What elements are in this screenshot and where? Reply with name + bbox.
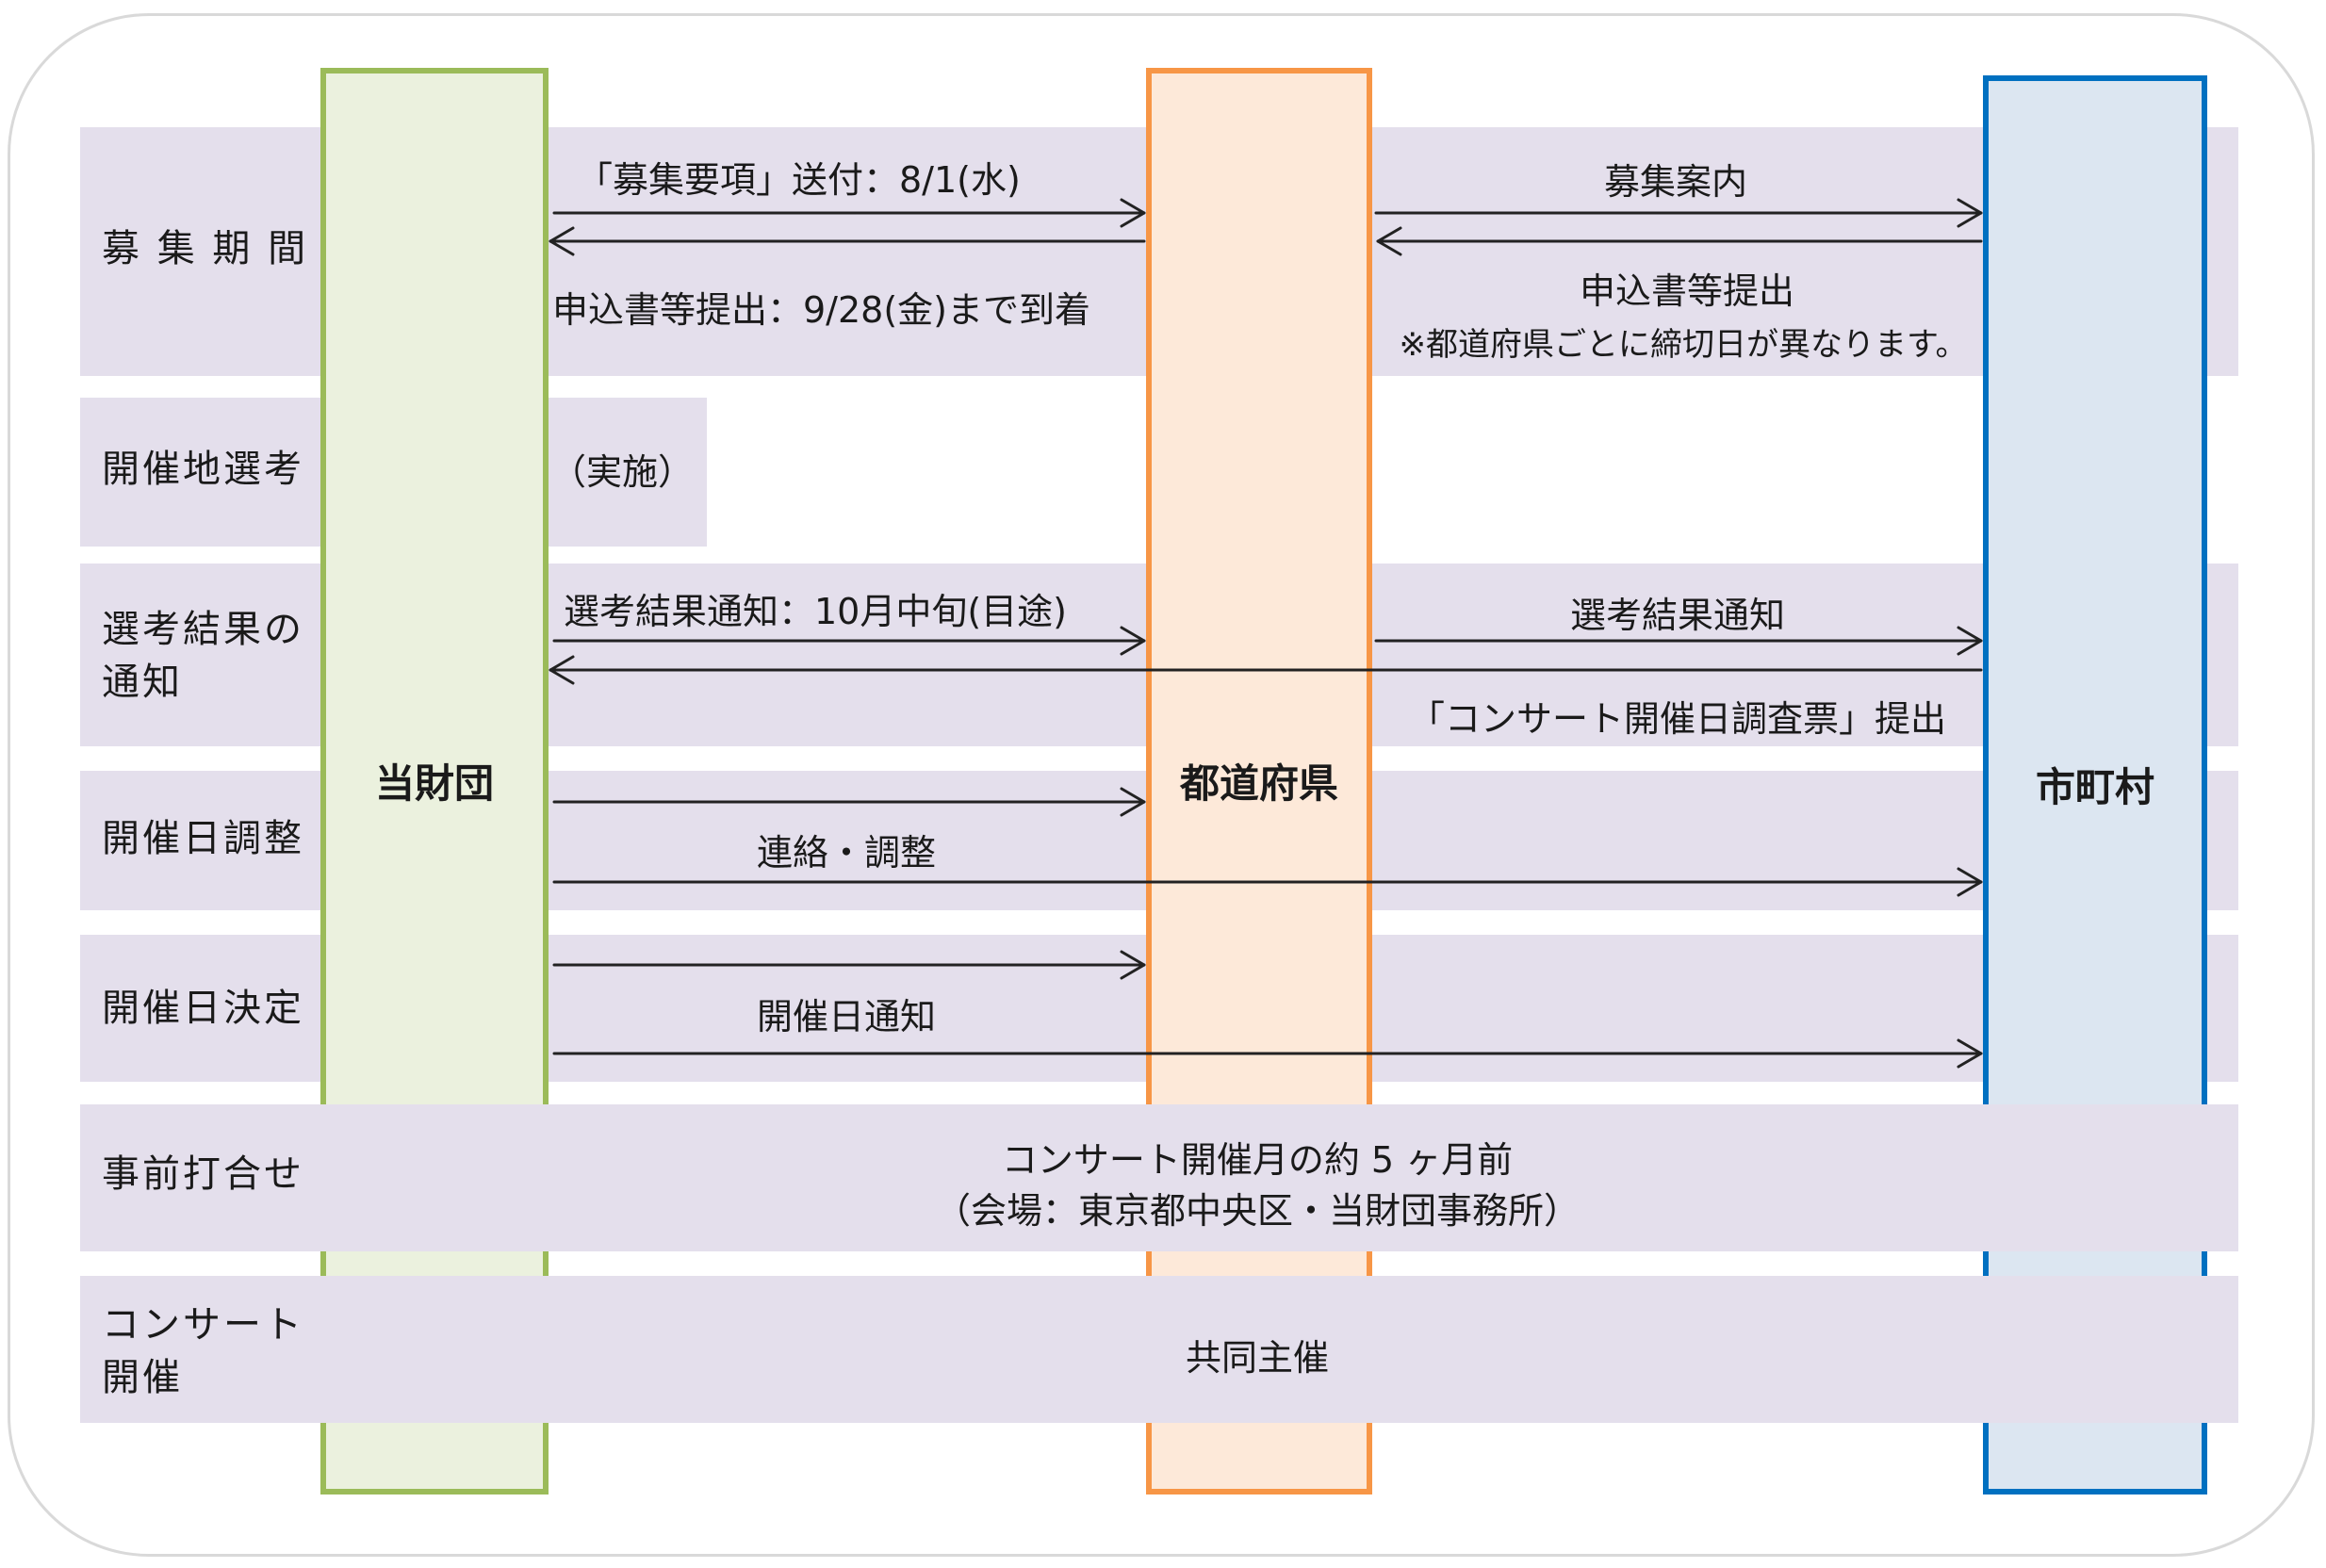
lane-prefecture [1146, 68, 1372, 1494]
row-label-pre-meeting: 事前打合せ [102, 1152, 304, 1196]
label-pre-meeting-line2: （会場：東京都中央区・当財団事務所） [934, 1190, 1581, 1232]
lane-label-prefecture: 都道府県 [1179, 760, 1338, 807]
label-survey-submit: 「コンサート開催日調査票」提出 [1408, 698, 1947, 740]
row-label-result-notice: 選考結果の 通知 [102, 608, 304, 704]
lane-label-municipality: 市町村 [2035, 764, 2154, 810]
label-contact-adjust: 連絡・調整 [756, 832, 937, 874]
label-result-notice-date: 選考結果通知：10月中旬(目途) [564, 591, 1068, 632]
row-label-recruit-period: 募 集 期 間 [102, 227, 309, 270]
row-label-date-adjust: 開催日調整 [102, 817, 304, 860]
lane-foundation [320, 68, 549, 1494]
label-deadline-note: ※都道府県ごとに締切日が異なります。 [1399, 326, 1968, 364]
row-label-concert: コンサート 開催 [102, 1303, 304, 1399]
row-label-venue-selection: 開催地選考 [102, 448, 304, 491]
label-application-submit: 申込書等提出 [1579, 270, 1795, 312]
label-date-notice: 開催日通知 [756, 996, 937, 1037]
label-application-deadline: 申込書等提出：9/28(金)まで到着 [552, 289, 1090, 331]
label-result-notice: 選考結果通知 [1569, 595, 1786, 636]
label-joint-host: 共同主催 [1185, 1337, 1330, 1379]
lane-label-foundation: 当財団 [374, 760, 494, 807]
lane-municipality [1983, 75, 2207, 1494]
band-pre-meeting [80, 1104, 2238, 1251]
label-pre-meeting-line1: コンサート開催月の約 5 ヶ月前 [1001, 1139, 1514, 1181]
label-implementation: （実施） [550, 451, 695, 493]
row-label-date-decide: 開催日決定 [102, 987, 304, 1030]
band-concert [80, 1276, 2238, 1423]
label-recruit-guide: 募集案内 [1603, 161, 1748, 203]
label-guidelines-sent: 「募集要項」送付：8/1(水) [577, 159, 1021, 201]
